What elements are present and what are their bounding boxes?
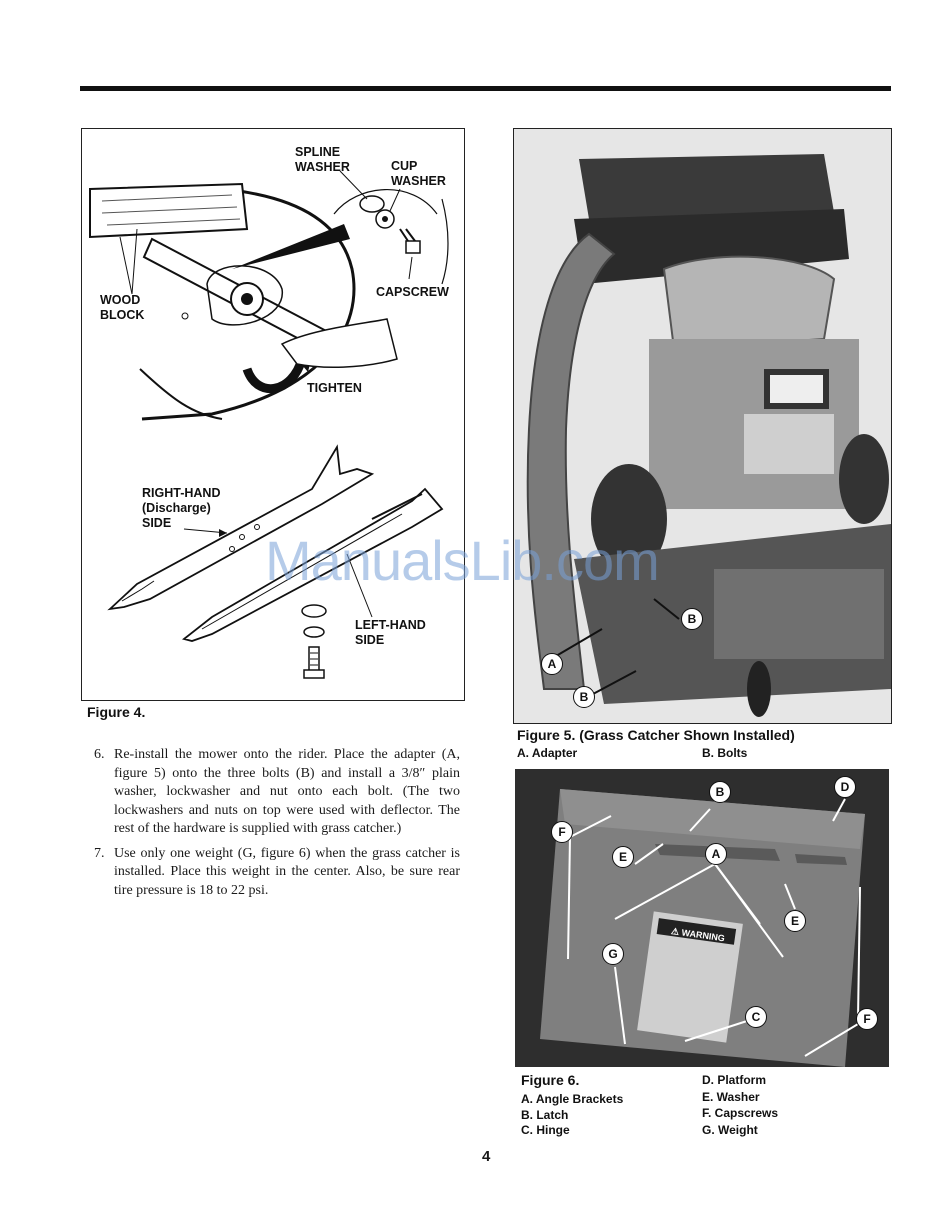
figure-6-caption: Figure 6. xyxy=(521,1072,580,1088)
tighten-label: TIGHTEN xyxy=(307,381,362,395)
figure-5-legend-b: B. Bolts xyxy=(702,746,748,760)
figure-6-marker-e-right: E xyxy=(784,910,806,932)
instruction-step: 6. Re-install the mower onto the rider. … xyxy=(94,746,460,839)
figure-6-legend-item: E. Washer xyxy=(702,1089,760,1104)
rider-grass-catcher-illustration xyxy=(514,129,891,723)
instruction-steps: 6. Re-install the mower onto the rider. … xyxy=(94,746,460,906)
instruction-step: 7. Use only one weight (G, figure 6) whe… xyxy=(94,845,460,901)
figure-6-photo: ⚠ WARNING B D F E A E G C F xyxy=(515,769,889,1067)
cup-washer-label: CUP WASHER xyxy=(391,159,446,188)
watermark: ManualsLib.com xyxy=(265,529,660,592)
figure-6-legend-item: D. Platform xyxy=(702,1073,767,1087)
step-text: Use only one weight (G, figure 6) when t… xyxy=(114,845,460,898)
figure-6-legend-left: A. Angle Brackets B. Latch C. Hinge xyxy=(521,1092,623,1139)
figure-6-legend-item: B. Latch xyxy=(521,1107,569,1122)
figure-6-marker-a: A xyxy=(705,843,727,865)
figure-5-photo: A B B xyxy=(513,128,892,724)
figure-5-caption: Figure 5. (Grass Catcher Shown Installed… xyxy=(517,727,795,743)
figure-5-legend-a: A. Adapter xyxy=(517,746,578,760)
figure-6-marker-f-right: F xyxy=(856,1008,878,1030)
catcher-platform-illustration: ⚠ WARNING xyxy=(515,769,889,1067)
step-number: 6. xyxy=(94,747,105,762)
capscrew-label: CAPSCREW xyxy=(376,285,449,299)
figure-4-box: SPLINE WASHER CUP WASHER WOOD BLOCK CAPS… xyxy=(81,128,465,701)
figure-5-marker-b-upper: B xyxy=(681,608,703,630)
figure-6-legend-right: D. Platform E. Washer F. Capscrews G. We… xyxy=(702,1072,778,1138)
figure-5-marker-a: A xyxy=(541,653,563,675)
right-hand-label: RIGHT-HAND (Discharge) SIDE xyxy=(142,486,221,530)
figure-6-marker-b: B xyxy=(709,781,731,803)
page-number: 4 xyxy=(482,1148,491,1165)
step-text: Re-install the mower onto the rider. Pla… xyxy=(114,747,460,836)
figure-6-marker-d: D xyxy=(834,776,856,798)
figure-6-marker-f-left: F xyxy=(551,821,573,843)
figure-6-legend-item: A. Angle Brackets xyxy=(521,1092,624,1106)
spline-washer-label: SPLINE WASHER xyxy=(295,145,350,174)
figure-4-caption: Figure 4. xyxy=(87,704,146,720)
figure-6-legend-item: F. Capscrews xyxy=(702,1106,779,1120)
figure-6-marker-c: C xyxy=(745,1006,767,1028)
step-number: 7. xyxy=(94,845,105,861)
figure-6-legend-item: C. Hinge xyxy=(521,1123,570,1137)
figure-6-marker-g: G xyxy=(602,943,624,965)
figure-6-legend-item: G. Weight xyxy=(702,1122,758,1137)
left-hand-label: LEFT-HAND SIDE xyxy=(355,618,426,647)
header-rule xyxy=(80,86,891,91)
figure-6-marker-e-left: E xyxy=(612,846,634,868)
blade-diagram xyxy=(89,170,449,679)
wood-block-label: WOOD BLOCK xyxy=(100,293,145,322)
figure-5-marker-b-lower: B xyxy=(573,686,595,708)
